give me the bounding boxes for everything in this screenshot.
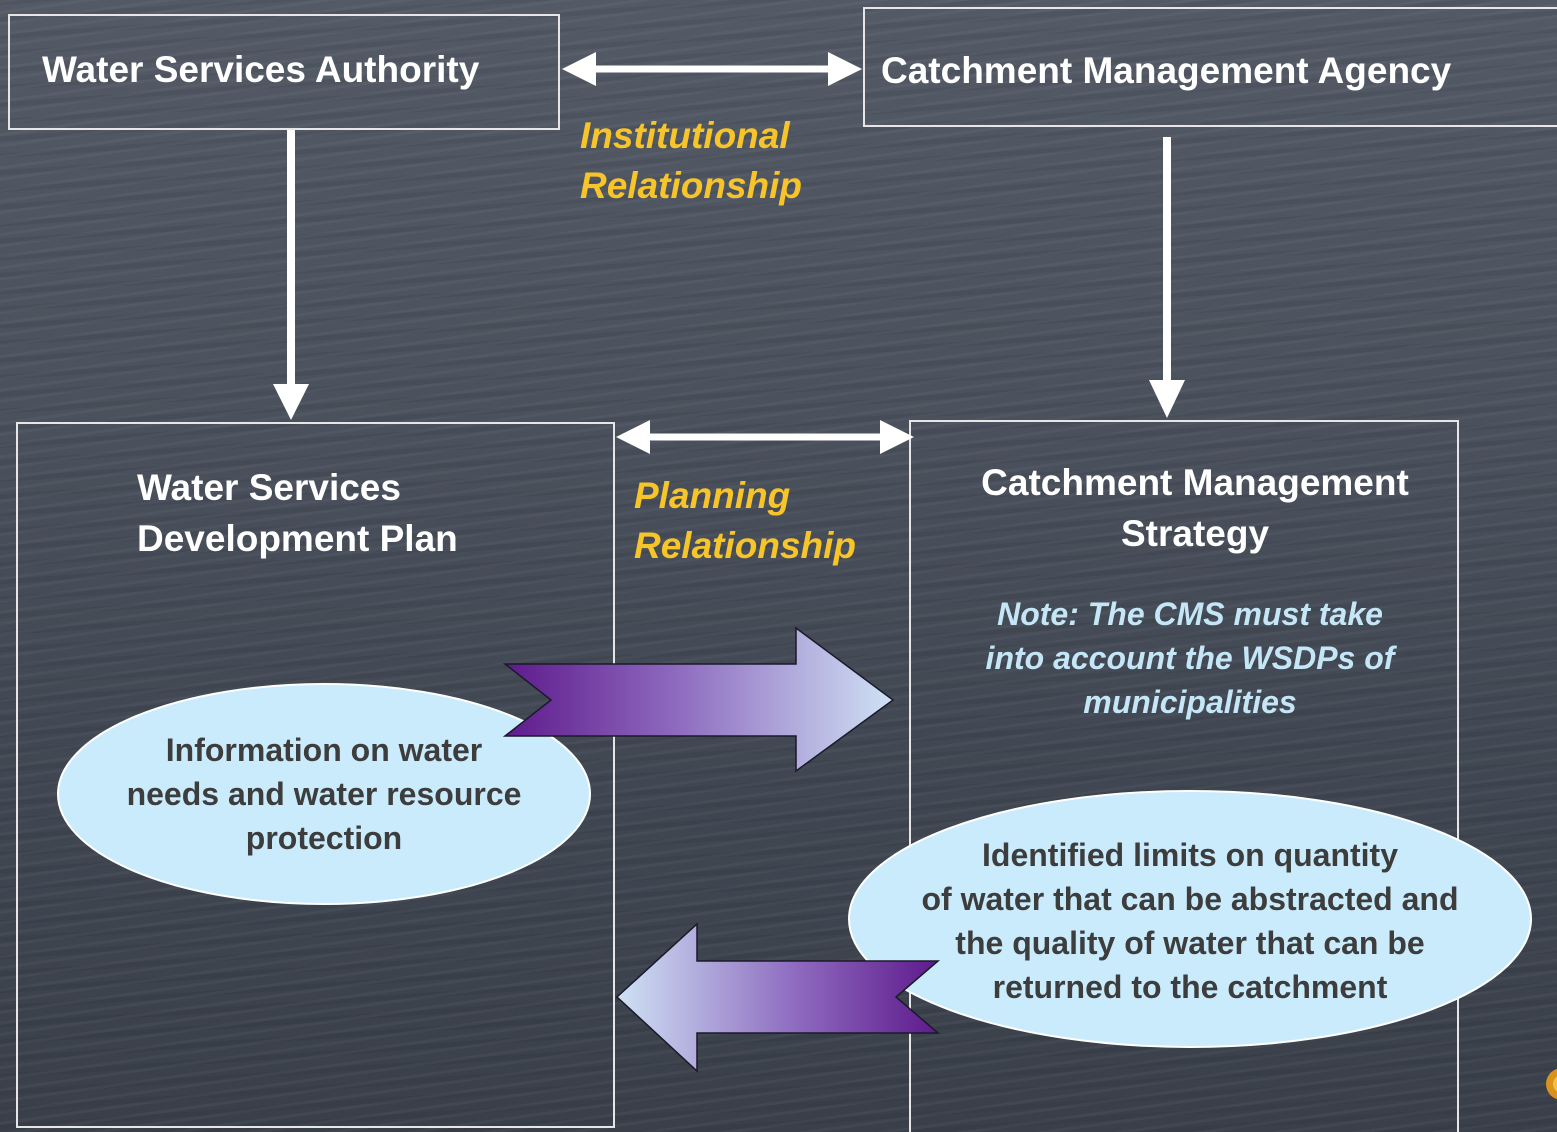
info-line3: protection xyxy=(245,820,403,856)
planning-line2: Relationship xyxy=(634,525,857,566)
wsdp-title: Water Services Development Plan xyxy=(137,462,458,564)
info-to-cms-block-arrow xyxy=(502,626,895,773)
wsdp-box xyxy=(16,422,615,1128)
cma-box xyxy=(863,7,1557,127)
info-ellipse-text: Information on water needs and water res… xyxy=(74,728,574,860)
limits-line2: of water that can be abstracted and xyxy=(921,881,1459,917)
logo-fragment-icon xyxy=(1546,1068,1557,1100)
cms-note-line2: into account the WSDPs of xyxy=(985,640,1395,676)
wsdp-line2: Development Plan xyxy=(137,518,458,559)
cms-box xyxy=(909,420,1459,1132)
cms-note-line3: municipalities xyxy=(1083,684,1297,720)
cms-line2: Strategy xyxy=(1120,513,1270,554)
info-ellipse xyxy=(57,683,591,905)
institutional-double-arrow xyxy=(562,52,862,86)
planning-relationship-label: Planning Relationship xyxy=(634,471,856,571)
limits-ellipse-text: Identified limits on quantity of water t… xyxy=(860,833,1520,1009)
institutional-line1: Institutional xyxy=(580,115,790,156)
cms-title: Catchment Management Strategy xyxy=(930,457,1460,559)
wsa-box xyxy=(8,14,560,130)
wsa-to-wsdp-arrow xyxy=(273,130,309,420)
cms-note-line1: Note: The CMS must take xyxy=(997,596,1383,632)
info-line2: needs and water resource xyxy=(126,776,522,812)
cma-title: Catchment Management Agency xyxy=(881,50,1452,91)
limits-to-wsdp-block-arrow xyxy=(615,922,941,1073)
limits-line3: the quality of water that can be xyxy=(955,925,1425,961)
planning-line1: Planning xyxy=(634,475,791,516)
planning-double-arrow xyxy=(616,420,914,454)
info-line1: Information on water xyxy=(165,732,483,768)
institutional-relationship-label: Institutional Relationship xyxy=(580,111,802,211)
wsdp-line1: Water Services xyxy=(137,467,401,508)
limits-line4: returned to the catchment xyxy=(992,969,1388,1005)
cms-line1: Catchment Management xyxy=(981,462,1409,503)
limits-line1: Identified limits on quantity xyxy=(982,837,1398,873)
cma-to-cms-arrow xyxy=(1149,137,1185,418)
limits-ellipse xyxy=(848,790,1532,1048)
wsa-title: Water Services Authority xyxy=(42,49,480,90)
institutional-line2: Relationship xyxy=(580,165,803,206)
cms-note: Note: The CMS must take into account the… xyxy=(930,592,1450,724)
